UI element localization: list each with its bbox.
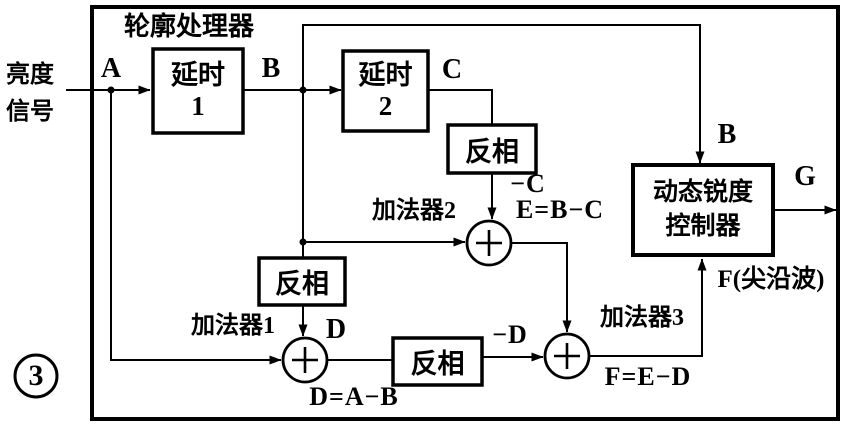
invert3-label: 反相	[410, 349, 465, 379]
adder-symbols	[281, 219, 591, 384]
delay1-index: 1	[191, 91, 205, 121]
invert1-label: 反相	[465, 136, 519, 167]
invert3-box	[391, 336, 484, 387]
adder1-label: 加法器1	[191, 313, 275, 339]
invert2-label: 反相	[275, 269, 329, 299]
signal-minus-c-label: −C	[510, 169, 546, 198]
line-a-to-adder1	[110, 90, 282, 365]
signal-minus-d-label: −D	[492, 320, 528, 349]
delay1-box	[151, 47, 245, 135]
signal-d-label: D	[325, 314, 347, 345]
adder2-plus-icon	[476, 230, 502, 256]
adder3-plus-icon	[554, 343, 580, 369]
delay1-name: 延时	[171, 59, 225, 90]
line-c-to-invert1	[428, 89, 493, 127]
equation-e: E=B−C	[515, 195, 605, 224]
input-signal-label: 亮度 信号	[6, 57, 54, 131]
junction-a	[107, 86, 115, 94]
signal-f-annotation: F(尖沿波)	[717, 266, 825, 293]
plus-icons	[292, 230, 580, 373]
signal-b-feedback-label: B	[717, 119, 737, 150]
equation-d: D=A−B	[309, 382, 399, 411]
controller-box	[631, 163, 775, 257]
delay2-label: 延时 2	[343, 51, 428, 131]
controller-label: 动态锐度 控制器	[633, 165, 773, 255]
adder3-label: 加法器3	[600, 305, 684, 331]
signal-lines	[66, 24, 837, 365]
delay2-name: 延时	[358, 59, 413, 90]
input-signal-line2: 信号	[6, 99, 54, 125]
line-b-feedback-to-controller	[302, 24, 705, 164]
input-signal-line1: 亮度	[6, 62, 54, 88]
processor-title: 轮廓处理器	[124, 12, 255, 41]
delay2-index: 2	[378, 91, 393, 121]
junction-b-lower	[299, 238, 307, 246]
delay1-label: 延时 1	[153, 49, 243, 133]
outer-box	[90, 5, 840, 421]
signal-g-label: G	[794, 161, 816, 192]
line-f-to-controller	[589, 258, 707, 357]
signal-a-label: A	[100, 53, 122, 84]
junction-dots	[107, 86, 307, 246]
adder2-label: 加法器2	[372, 198, 456, 224]
equation-f: F=E−D	[604, 362, 692, 391]
junction-b	[299, 86, 307, 94]
invert1-box	[446, 123, 538, 175]
signal-b-label: B	[261, 53, 281, 84]
figure-number: 3	[28, 359, 44, 392]
signal-c-label: C	[441, 54, 463, 85]
delay2-box	[341, 49, 430, 133]
adder1-plus-icon	[292, 347, 318, 373]
invert2-box	[257, 256, 347, 307]
controller-line2: 控制器	[665, 213, 741, 240]
process-boxes	[151, 47, 775, 387]
controller-line1: 动态锐度	[652, 179, 753, 207]
line-e-to-adder3	[511, 242, 572, 333]
figure-number-circle	[13, 353, 59, 399]
